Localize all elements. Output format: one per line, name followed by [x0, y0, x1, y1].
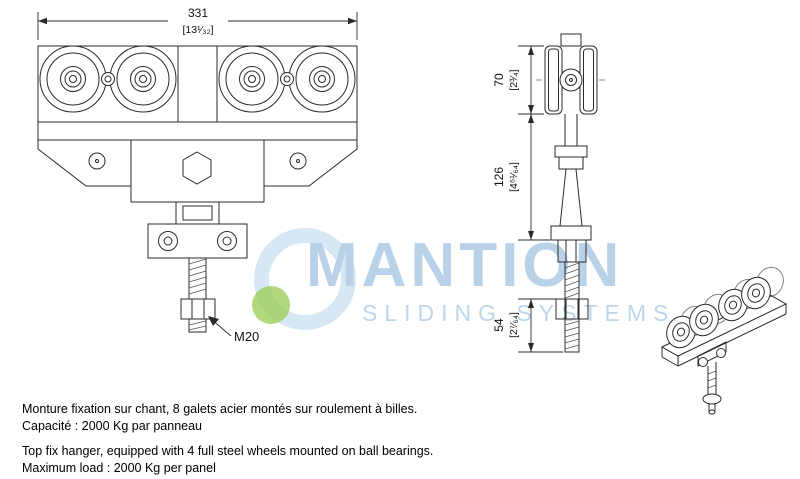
width-dim-mm: 331: [188, 6, 208, 20]
wheel-height-dim-inch: [2³⁄₄]: [508, 69, 520, 90]
side-rod: [555, 261, 589, 353]
axle-bolts: [101, 72, 294, 86]
notes-french: Monture fixation sur chant, 8 galets aci…: [22, 401, 433, 434]
mid-height-dim-mm: 126: [492, 167, 506, 187]
thread-size-label: M20: [234, 329, 259, 344]
note-fr-line1: Monture fixation sur chant, 8 galets aci…: [22, 402, 418, 416]
wheel-height-dim-mm: 70: [492, 73, 506, 87]
iso-wheel-2: [689, 303, 719, 337]
threaded-rod: [180, 257, 216, 333]
note-en-line1: Top fix hanger, equipped with 4 full ste…: [22, 444, 434, 458]
notes-english: Top fix hanger, equipped with 4 full ste…: [22, 443, 433, 476]
bracket-bolt-left: [158, 231, 178, 251]
iso-wheel-4: [741, 276, 771, 310]
iso-hanger: [697, 341, 727, 415]
isometric-view: [660, 266, 788, 415]
side-wheels: [536, 33, 606, 115]
note-fr-line2: Capacité : 2000 Kg par panneau: [22, 418, 202, 433]
side-view: 70 [2³⁄₄] 126 [4⁶¹⁄₆₄] 54 [2⁷⁄₆₄]: [492, 33, 606, 353]
rod-nut: [180, 298, 216, 320]
side-dimensions: 70 [2³⁄₄] 126 [4⁶¹⁄₆₄] 54 [2⁷⁄₆₄]: [492, 45, 563, 353]
iso-wheel-3: [718, 288, 748, 322]
wheel-front-4: [288, 45, 356, 113]
hanger-bracket: [147, 201, 248, 259]
wheel-front-1: [39, 45, 107, 113]
wheel-front-3: [218, 45, 286, 113]
side-bracket: [550, 114, 592, 263]
wheel-front-2: [109, 45, 177, 113]
width-dim-inch: [13¹⁄₃₂]: [182, 24, 213, 36]
bracket-bolt-right: [217, 231, 237, 251]
side-rod-nut: [555, 298, 589, 320]
center-hex-bolt: [182, 151, 212, 185]
m20-callout: M20: [208, 316, 259, 344]
iso-wheel-1: [666, 315, 696, 349]
note-en-line2: Maximum load : 2000 Kg per panel: [22, 460, 216, 475]
rod-height-dim-inch: [2⁷⁄₆₄]: [508, 312, 520, 338]
product-notes: Monture fixation sur chant, 8 galets aci…: [22, 401, 433, 479]
front-view: 331 [13¹⁄₃₂]: [37, 6, 358, 344]
mid-height-dim-inch: [4⁶¹⁄₆₄]: [508, 162, 520, 192]
width-dimension: 331 [13¹⁄₃₂]: [37, 6, 358, 40]
rod-height-dim-mm: 54: [492, 318, 506, 332]
